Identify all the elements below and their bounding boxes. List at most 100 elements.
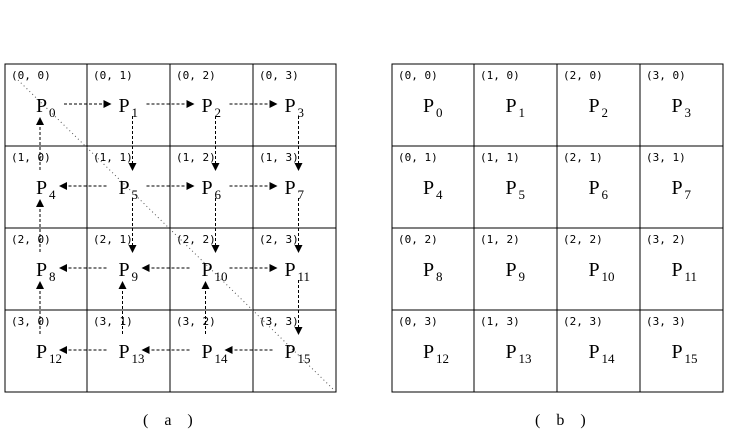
b-processor-label: P bbox=[672, 95, 683, 117]
a-cell-coord: (3, 3) bbox=[259, 315, 299, 328]
a-processor-label: P bbox=[285, 259, 296, 281]
a-processor-index: 1 bbox=[132, 105, 139, 120]
grid-b bbox=[391, 63, 724, 393]
b-processor-index: 5 bbox=[519, 187, 526, 202]
b-cell-coord: (3, 2) bbox=[646, 233, 686, 246]
a-cell-coord: (1, 3) bbox=[259, 151, 299, 164]
a-cell-coord: (0, 0) bbox=[11, 69, 51, 82]
a-processor-label: P bbox=[119, 259, 130, 281]
b-cell-coord: (1, 0) bbox=[480, 69, 520, 82]
b-processor-index: 14 bbox=[602, 351, 616, 366]
a-cell-coord: (2, 0) bbox=[11, 233, 51, 246]
a-processor-label: P bbox=[202, 177, 213, 199]
a-processor-index: 8 bbox=[49, 269, 56, 284]
a-processor-label: P bbox=[36, 341, 47, 363]
b-cell-coord: (0, 0) bbox=[398, 69, 438, 82]
b-cell-coord: (2, 3) bbox=[563, 315, 603, 328]
b-processor-label: P bbox=[506, 95, 517, 117]
b-processor-index: 0 bbox=[436, 105, 443, 120]
a-processor-index: 9 bbox=[132, 269, 139, 284]
b-processor-label: P bbox=[589, 177, 600, 199]
b-processor-index: 7 bbox=[685, 187, 692, 202]
b-processor-index: 3 bbox=[685, 105, 692, 120]
b-cell-coord: (1, 1) bbox=[480, 151, 520, 164]
a-processor-index: 3 bbox=[298, 105, 305, 120]
a-cell-coord: (1, 0) bbox=[11, 151, 51, 164]
b-processor-index: 8 bbox=[436, 269, 443, 284]
traversal-arrows bbox=[36, 100, 303, 354]
a-processor-label: P bbox=[202, 95, 213, 117]
b-processor-index: 13 bbox=[519, 351, 532, 366]
b-processor-index: 4 bbox=[436, 187, 443, 202]
a-processor-index: 12 bbox=[49, 351, 62, 366]
a-cell-coord: (1, 1) bbox=[93, 151, 133, 164]
b-processor-label: P bbox=[506, 341, 517, 363]
a-processor-label: P bbox=[119, 95, 130, 117]
a-cell-coord: (2, 2) bbox=[176, 233, 216, 246]
diagonal-dotted-line bbox=[17, 79, 335, 391]
b-cell-coord: (0, 3) bbox=[398, 315, 438, 328]
b-cell-coord: (3, 1) bbox=[646, 151, 686, 164]
a-cell-coord: (0, 2) bbox=[176, 69, 216, 82]
grid-a bbox=[4, 63, 337, 393]
b-cell-coord: (0, 1) bbox=[398, 151, 438, 164]
a-processor-index: 5 bbox=[132, 187, 139, 202]
b-cell-coord: (2, 2) bbox=[563, 233, 603, 246]
b-processor-index: 12 bbox=[436, 351, 449, 366]
caption-b: ( b ) bbox=[535, 412, 592, 429]
a-cell-coord: (3, 1) bbox=[93, 315, 133, 328]
a-processor-index: 4 bbox=[49, 187, 56, 202]
a-processor-index: 0 bbox=[49, 105, 56, 120]
a-processor-index: 2 bbox=[215, 105, 222, 120]
a-processor-label: P bbox=[36, 259, 47, 281]
a-processor-index: 7 bbox=[298, 187, 305, 202]
a-processor-label: P bbox=[119, 177, 130, 199]
b-processor-index: 10 bbox=[602, 269, 615, 284]
b-processor-label: P bbox=[423, 259, 434, 281]
a-processor-index: 13 bbox=[132, 351, 145, 366]
a-processor-label: P bbox=[119, 341, 130, 363]
b-processor-index: 2 bbox=[602, 105, 609, 120]
a-cell-coord: (0, 3) bbox=[259, 69, 299, 82]
a-processor-index: 10 bbox=[215, 269, 228, 284]
b-cell-coord: (0, 2) bbox=[398, 233, 438, 246]
a-cell-coord: (0, 1) bbox=[93, 69, 133, 82]
a-processor-label: P bbox=[285, 341, 296, 363]
b-processor-label: P bbox=[589, 95, 600, 117]
b-cell-coord: (1, 3) bbox=[480, 315, 520, 328]
b-processor-index: 9 bbox=[519, 269, 526, 284]
b-processor-label: P bbox=[672, 341, 683, 363]
a-processor-label: P bbox=[36, 177, 47, 199]
b-processor-label: P bbox=[589, 341, 600, 363]
b-processor-index: 11 bbox=[685, 269, 698, 284]
b-processor-label: P bbox=[506, 259, 517, 281]
b-processor-index: 1 bbox=[519, 105, 526, 120]
a-cell-coord: (3, 2) bbox=[176, 315, 216, 328]
a-processor-index: 15 bbox=[298, 351, 311, 366]
b-processor-label: P bbox=[672, 177, 683, 199]
b-processor-label: P bbox=[423, 341, 434, 363]
b-processor-label: P bbox=[589, 259, 600, 281]
b-processor-label: P bbox=[506, 177, 517, 199]
b-cell-coord: (3, 3) bbox=[646, 315, 686, 328]
a-cell-coord: (3, 0) bbox=[11, 315, 51, 328]
caption-a: ( a ) bbox=[143, 412, 199, 429]
a-processor-index: 11 bbox=[298, 269, 311, 284]
b-processor-label: P bbox=[672, 259, 683, 281]
a-cell-coord: (2, 3) bbox=[259, 233, 299, 246]
b-processor-index: 15 bbox=[685, 351, 698, 366]
a-processor-label: P bbox=[202, 259, 213, 281]
a-cell-coord: (1, 2) bbox=[176, 151, 216, 164]
a-processor-index: 14 bbox=[215, 351, 229, 366]
b-cell-coord: (1, 2) bbox=[480, 233, 520, 246]
b-cell-coord: (2, 1) bbox=[563, 151, 603, 164]
a-processor-label: P bbox=[36, 95, 47, 117]
a-processor-label: P bbox=[285, 95, 296, 117]
a-processor-label: P bbox=[202, 341, 213, 363]
a-cell-coord: (2, 1) bbox=[93, 233, 133, 246]
a-processor-index: 6 bbox=[215, 187, 222, 202]
b-processor-label: P bbox=[423, 177, 434, 199]
